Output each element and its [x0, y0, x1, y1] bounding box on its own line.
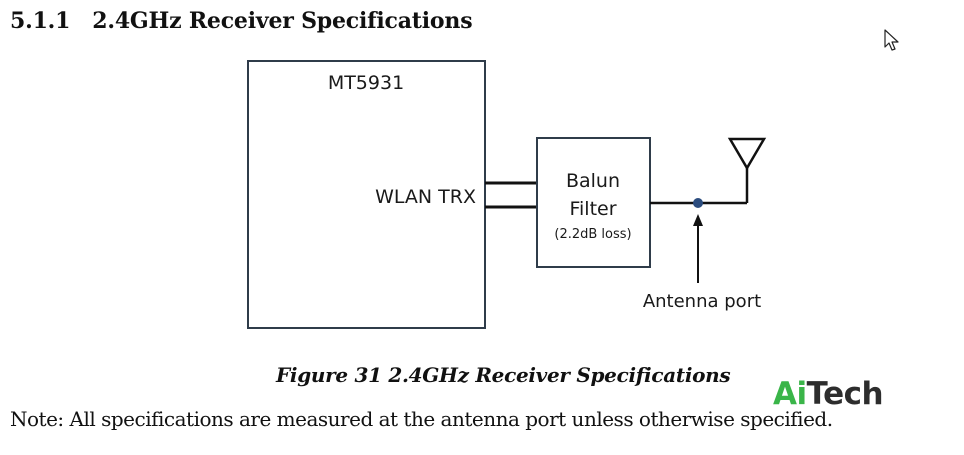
section-number: 5.1.1 [10, 8, 71, 34]
watermark-part1: Ai [773, 376, 807, 412]
watermark-part2: Tech [806, 376, 884, 412]
filter-label-line2: Filter [569, 198, 616, 220]
aitech-watermark: AiTech [773, 376, 884, 412]
section-title: 2.4GHz Receiver Specifications [92, 8, 473, 34]
antenna-icon [727, 137, 767, 171]
antenna-port-label: Antenna port [643, 291, 761, 312]
port-label: WLAN TRX [375, 186, 476, 208]
antenna-port-node [693, 198, 703, 208]
mouse-pointer-icon [884, 29, 899, 51]
filter-loss-label: (2.2dB loss) [554, 227, 631, 242]
filter-label-line1: Balun [566, 170, 620, 192]
chip-label: MT5931 [328, 72, 404, 94]
section-heading: 5.1.1 2.4GHz Receiver Specifications [10, 8, 473, 34]
chip-box [247, 60, 486, 329]
figure-caption: Figure 31 2.4GHz Receiver Specifications [276, 363, 731, 387]
arrow-up-icon [693, 214, 703, 226]
note-text: Note: All specifications are measured at… [10, 407, 833, 431]
